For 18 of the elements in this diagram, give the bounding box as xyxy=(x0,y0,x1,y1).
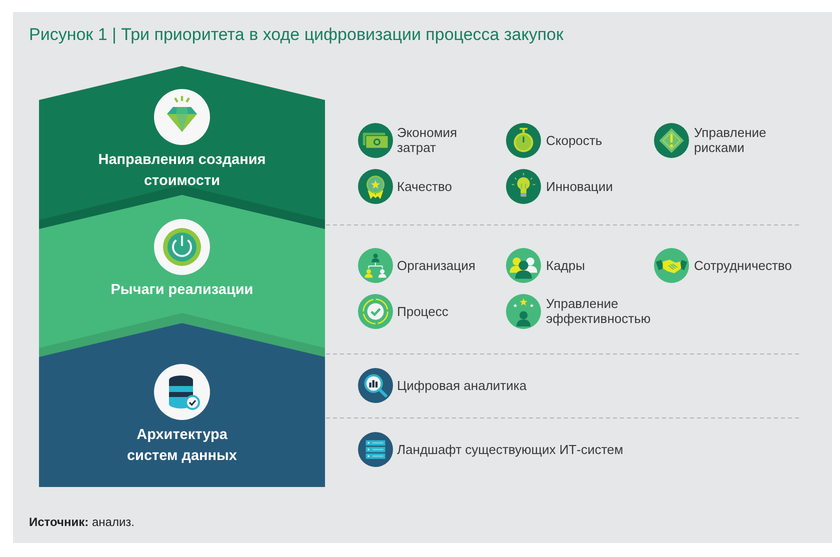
item-label: Инновации xyxy=(546,178,613,194)
item-label: Управление рисками xyxy=(694,125,766,155)
item-label: Скорость xyxy=(546,132,602,148)
item-label: Процесс xyxy=(397,304,448,318)
item-label: Экономия затрат xyxy=(397,125,458,155)
item-label: Кадры xyxy=(546,258,585,272)
item-label: Качество xyxy=(397,178,452,194)
item-label: Организация xyxy=(397,258,476,272)
chevron-band xyxy=(39,323,325,487)
source-note: Источник: анализ. xyxy=(29,515,135,529)
item-label: Управление эффективностью xyxy=(546,296,651,326)
figure-title: Рисунок 1 | Три приоритета в ходе цифровизации процесса закупок xyxy=(29,25,564,44)
item-label: Сотрудничество xyxy=(694,258,792,272)
band-heading: Архитектура систем данных xyxy=(126,427,237,464)
band-heading: Рычаги реализации xyxy=(110,282,254,298)
item-label: Ландшафт существующих ИТ-систем xyxy=(397,442,624,456)
band-heading: Направления создания стоимости xyxy=(98,152,266,189)
item-label: Цифровая аналитика xyxy=(397,378,527,392)
